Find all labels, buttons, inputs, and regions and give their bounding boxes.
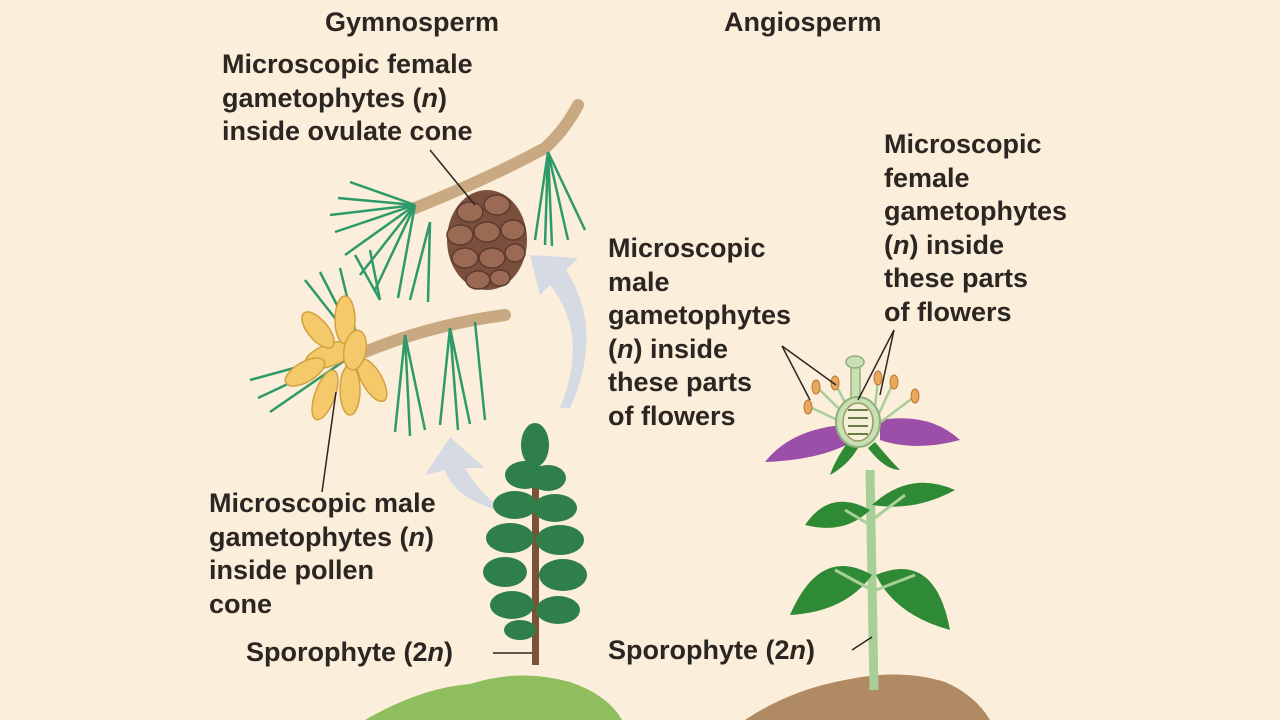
pollen-cone-cluster	[284, 295, 388, 421]
angiosperm-heading: Angiosperm	[724, 7, 882, 37]
leader-ang-sporophyte	[851, 636, 873, 651]
carpel	[835, 355, 881, 448]
leader-pollen-cone	[321, 391, 337, 493]
leader-lines	[321, 149, 895, 654]
lower-needles	[249, 249, 487, 437]
grass-mound	[365, 675, 622, 720]
ovulate-cone	[446, 190, 527, 290]
label-gymnosperm-male-gametophytes: Microscopic male gametophytes (n) inside…	[209, 488, 436, 619]
lower-branch	[359, 309, 511, 358]
tree-trunk	[532, 470, 539, 665]
development-arrow-upper	[530, 255, 587, 408]
leader-ang-female-2	[879, 329, 895, 396]
label-angiosperm-sporophyte: Sporophyte (2n)	[608, 635, 816, 665]
plant-stem	[865, 469, 879, 691]
development-arrow-lower	[425, 437, 505, 512]
gymnosperm-heading: Gymnosperm	[325, 7, 500, 37]
label-angiosperm-male-gametophytes: Microscopic male gametophytes (n) inside…	[608, 233, 792, 431]
tree-foliage	[483, 423, 587, 640]
leader-ang-male-1	[781, 345, 811, 401]
flower-sepals	[830, 442, 900, 475]
upper-branch	[409, 99, 584, 214]
label-angiosperm-female-gametophytes: Microscopic female gametophytes (n) insi…	[884, 129, 1068, 327]
leaf-stalks	[834, 493, 916, 592]
leader-ang-male-2	[781, 345, 837, 386]
label-gymnosperm-sporophyte: Sporophyte (2n)	[246, 637, 454, 667]
anthers	[803, 370, 920, 415]
label-gymnosperm-female-gametophytes: Microscopic female gametophytes (n) insi…	[222, 49, 473, 146]
soil-mound	[745, 674, 990, 720]
leader-ang-female-1	[857, 329, 895, 401]
needle-cluster	[329, 151, 587, 303]
leader-ovulate-cone	[429, 149, 476, 206]
